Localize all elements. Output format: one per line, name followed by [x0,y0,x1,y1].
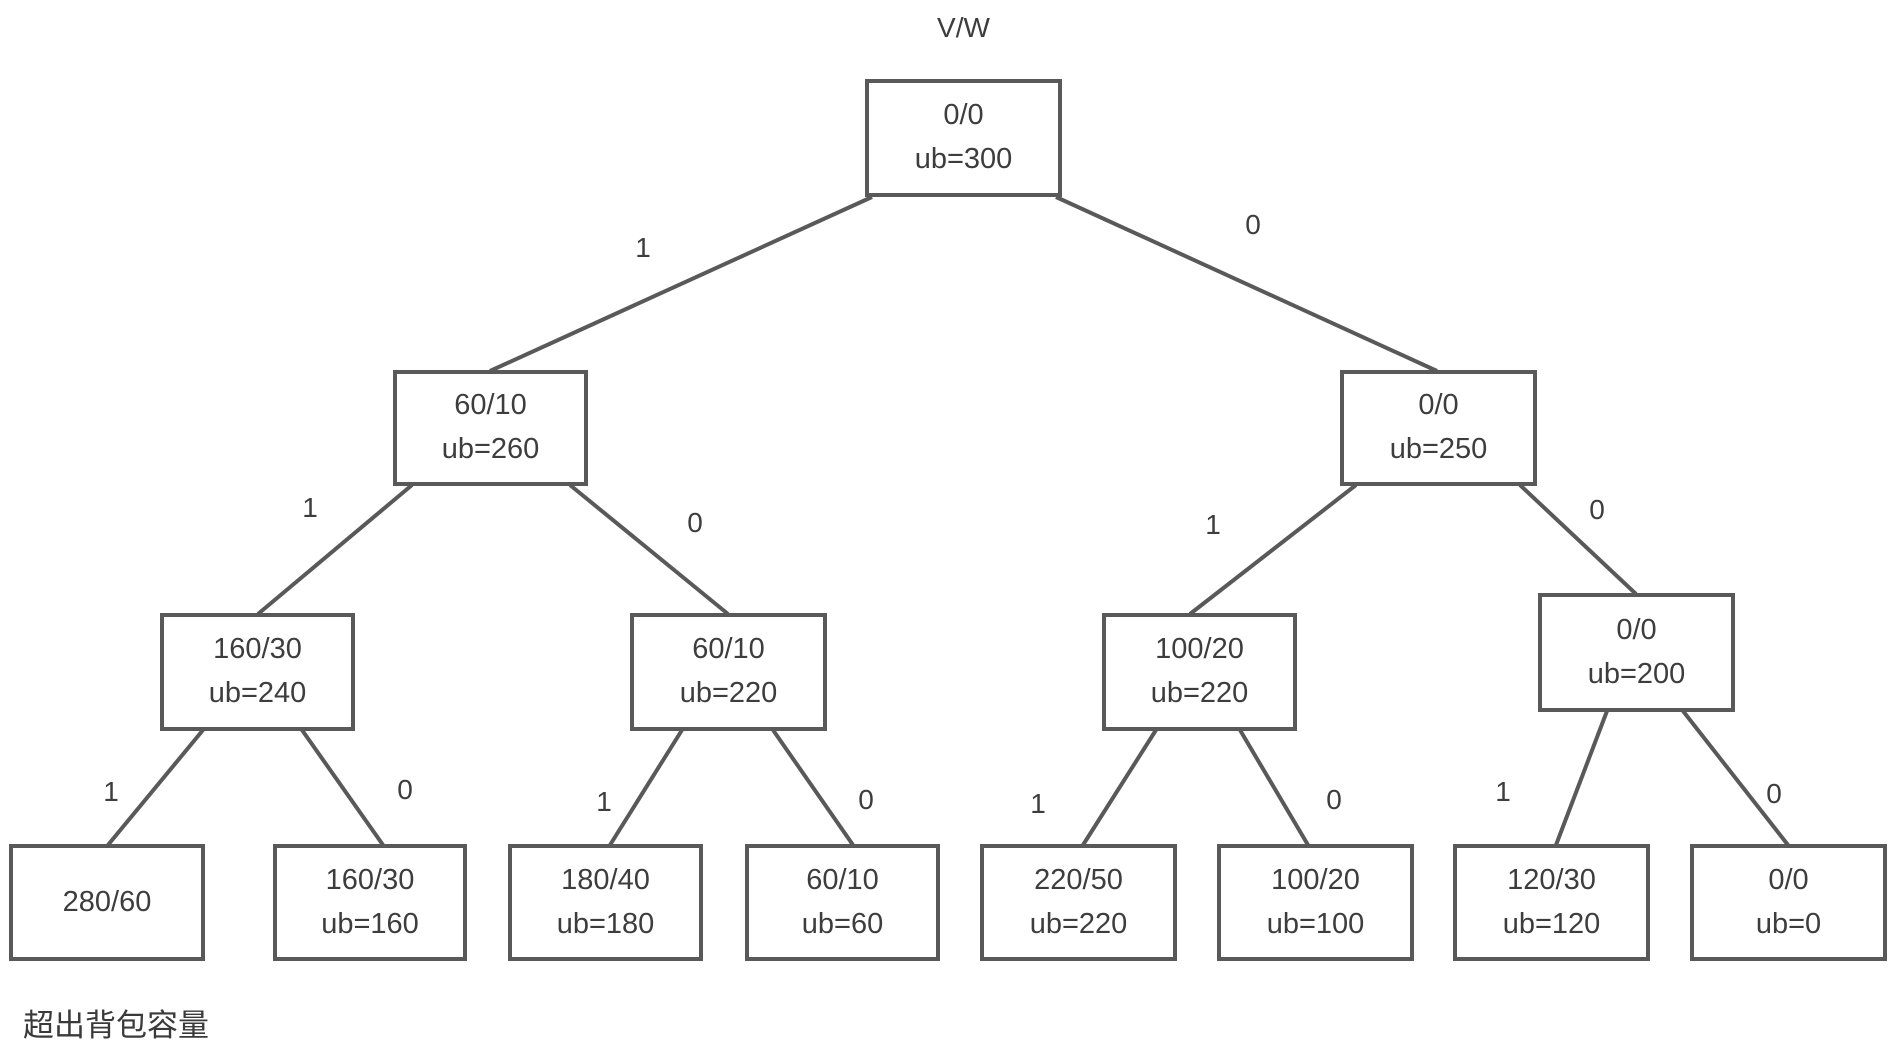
node-upper-bound: ub=200 [1587,657,1686,690]
node-value-weight: 0/0 [943,99,984,132]
node-value-weight: 180/40 [561,863,650,896]
capacity-exceeded-annotation: 超出背包容量 [23,1008,209,1043]
tree-node-r: 0/0 ub=250 [1340,370,1537,486]
node-value-weight: 0/0 [1418,389,1459,422]
tree-node-leaf3: 180/40 ub=180 [508,844,703,961]
edge-rl-leaf6 [1238,728,1310,847]
edge-label-rr-leaf7: 1 [1495,776,1511,807]
node-value-weight: 60/10 [454,389,527,422]
edge-root-l [489,195,873,373]
edge-label-rr-leaf8: 0 [1766,778,1782,809]
edge-l-lr [568,483,730,616]
edge-label-l-lr: 0 [687,507,703,538]
node-upper-bound: ub=240 [208,677,307,709]
node-value-weight: 0/0 [1616,613,1657,646]
node-value-weight: 160/30 [213,633,302,666]
node-upper-bound: ub=260 [441,433,540,465]
node-value-weight: 160/30 [325,863,415,896]
edge-r-rr [1518,483,1638,596]
tree-node-leaf5: 220/50 ub=220 [980,844,1177,961]
edge-label-root-l: 1 [635,232,651,263]
node-value-weight: 280/60 [62,885,152,918]
node-value-weight: 60/10 [806,863,879,896]
edge-rr-leaf7 [1554,710,1609,846]
node-upper-bound: ub=220 [679,677,778,709]
node-value-weight: 100/20 [1155,633,1244,666]
tree-node-leaf7: 120/30 ub=120 [1453,844,1650,961]
edge-label-ll-leaf2: 0 [397,774,413,805]
edge-lr-leaf3 [608,728,684,847]
node-upper-bound: ub=160 [321,907,419,940]
tree-node-leaf6: 100/20 ub=100 [1217,844,1414,961]
node-value-weight: 220/50 [1034,863,1123,896]
edge-label-rl-leaf6: 0 [1326,784,1342,815]
tree-node-leaf8: 0/0 ub=0 [1690,844,1887,961]
edge-rl-leaf5 [1081,728,1158,847]
edge-label-r-rl: 1 [1205,509,1221,540]
edge-label-lr-leaf3: 1 [596,786,612,817]
diagram-title: V/W [937,12,990,43]
node-value-weight: 120/30 [1507,863,1596,896]
edge-ll-leaf1 [106,728,205,847]
node-value-weight: 100/20 [1271,863,1360,896]
tree-node-leaf2: 160/30 ub=160 [273,844,467,961]
edge-r-rl [1188,483,1358,616]
edge-label-rl-leaf5: 1 [1030,788,1046,819]
tree-node-rr: 0/0 ub=200 [1538,593,1735,712]
edge-label-ll-leaf1: 1 [103,776,119,807]
node-upper-bound: ub=120 [1502,907,1601,940]
tree-node-l: 60/10 ub=260 [393,370,588,486]
tree-node-lr: 60/10 ub=220 [630,613,827,731]
edge-root-r [1055,195,1438,373]
node-upper-bound: ub=250 [1389,433,1488,465]
tree-node-leaf4: 60/10 ub=60 [745,844,940,961]
node-value-weight: 0/0 [1768,863,1809,896]
node-upper-bound: ub=60 [801,907,884,940]
edge-label-root-r: 0 [1245,209,1261,240]
tree-node-root: 0/0 ub=300 [865,79,1062,197]
node-upper-bound: ub=300 [914,143,1013,175]
edge-label-l-ll: 1 [302,492,318,523]
tree-node-rl: 100/20 ub=220 [1102,613,1297,731]
node-upper-bound: ub=100 [1266,907,1365,940]
edge-l-ll [256,483,414,616]
tree-node-leaf1: 280/60 [9,844,205,961]
node-value-weight: 60/10 [692,633,765,666]
edge-rr-leaf8 [1681,709,1790,847]
edge-lr-leaf4 [771,728,855,847]
edge-label-r-rr: 0 [1589,494,1605,525]
node-upper-bound: ub=180 [556,907,655,940]
node-upper-bound: ub=220 [1029,907,1128,940]
edge-ll-leaf2 [300,728,385,847]
node-upper-bound: ub=220 [1150,677,1249,709]
tree-node-ll: 160/30 ub=240 [160,613,355,731]
edge-label-lr-leaf4: 0 [858,784,874,815]
node-upper-bound: ub=0 [1755,907,1822,940]
